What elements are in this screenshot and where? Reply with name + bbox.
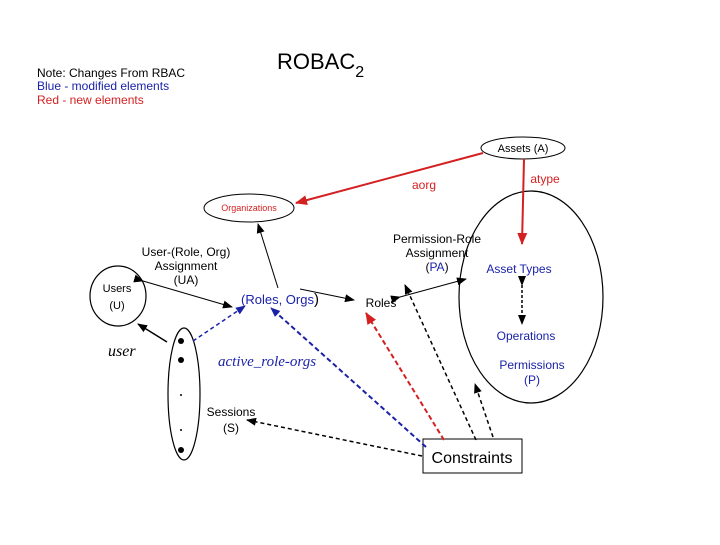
assets-label: Assets (A) — [498, 143, 549, 155]
session-dot-3 — [180, 394, 182, 396]
pa-abbrev: PA — [429, 260, 444, 274]
session-dot-1 — [178, 338, 184, 344]
users-label-2: (U) — [109, 300, 124, 312]
asset-types-label: Asset Types — [486, 262, 551, 276]
organizations-node — [203, 193, 295, 223]
title-subscript: 2 — [355, 64, 364, 81]
session-dot-5 — [178, 447, 184, 453]
constraint-to-roles — [365, 312, 445, 441]
constraint-to-sessions — [246, 417, 423, 457]
roles-orgs-label: (Roles, Orgs) — [241, 291, 319, 308]
session-dot-2 — [178, 357, 184, 363]
user-function-arrow — [137, 323, 168, 343]
permissions-label-2: (P) — [524, 373, 540, 387]
constraint-to-pa — [404, 284, 477, 441]
sessions-ellipse — [167, 327, 201, 461]
organizations-label: Organizations — [221, 203, 277, 213]
ua-label-2: Assignment — [155, 259, 218, 273]
ua-label-1: User-(Role, Org) — [142, 245, 231, 259]
constraints-label: Constraints — [432, 450, 513, 467]
diagram-title: ROBAC2 — [277, 49, 364, 81]
title-main: ROBAC — [277, 49, 355, 74]
ua-relation-arrow — [133, 274, 233, 309]
sessions-label-2: (S) — [223, 421, 239, 435]
roles-orgs-to-organizations-arrow — [256, 223, 279, 289]
pa-label-3: (PA) — [425, 260, 448, 274]
sessions-label-1: Sessions — [207, 405, 256, 419]
users-node — [89, 265, 147, 327]
session-dot-4 — [180, 429, 182, 431]
pa-relation-arrow — [390, 277, 467, 304]
constraint-to-roles-orgs — [270, 307, 427, 448]
active-role-orgs-label: active_role-orgs — [218, 354, 316, 370]
users-label-1: Users — [103, 283, 132, 295]
ua-label-3: (UA) — [174, 273, 199, 287]
roles-orgs-text: (Roles, Orgs — [241, 292, 314, 307]
aorg-label: aorg — [412, 178, 436, 192]
pa-label-2: Assignment — [406, 246, 469, 260]
constraints-box — [422, 438, 523, 474]
note-line-3: Red - new elements — [37, 93, 144, 107]
pa-paren-close: ) — [445, 260, 449, 274]
permissions-label-1: Permissions — [499, 358, 564, 372]
roles-orgs-to-roles-arrow — [299, 288, 355, 303]
constraint-to-permissions — [474, 383, 494, 438]
aorg-arrow — [295, 152, 484, 205]
note-line-1: Note: Changes From RBAC — [37, 66, 185, 80]
operations-label: Operations — [497, 329, 556, 343]
note-line-2: Blue - modified elements — [37, 79, 169, 93]
active-role-orgs-arrow — [192, 305, 246, 342]
roles-orgs-paren: ) — [314, 291, 319, 308]
pa-label-1: Permission-Role — [393, 232, 481, 246]
user-label: user — [108, 343, 136, 360]
pa-paren-open: ( — [425, 260, 429, 274]
atype-label: atype — [530, 172, 560, 186]
roles-label: Roles — [366, 296, 397, 310]
atype-arrow — [517, 158, 528, 245]
